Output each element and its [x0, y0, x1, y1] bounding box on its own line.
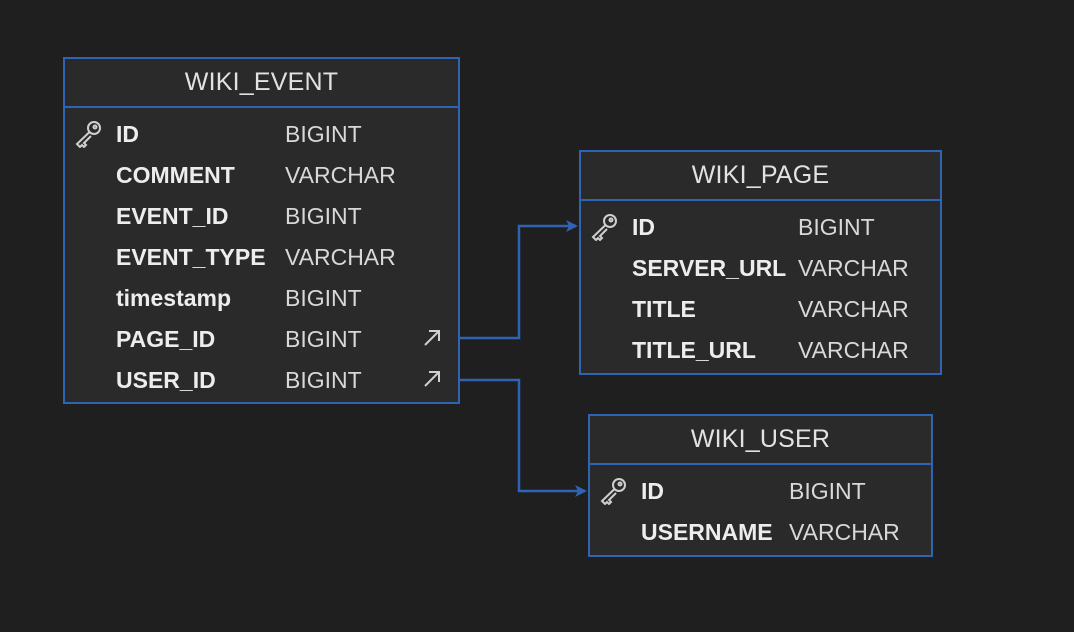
column-row[interactable]: USERNAME VARCHAR	[590, 512, 931, 553]
table-title: WIKI_EVENT	[65, 59, 458, 108]
column-type: VARCHAR	[285, 162, 396, 188]
primary-key-icon	[600, 478, 626, 505]
column-name: PAGE_ID	[116, 326, 216, 352]
column-name: TITLE	[632, 296, 696, 322]
column-type: BIGINT	[285, 121, 362, 147]
table-wiki-user[interactable]: WIKI_USER ID BIGINT USERNAME VARCHAR	[588, 414, 933, 557]
relation-user-id-to-wiki-user-id[interactable]	[459, 378, 587, 497]
column-row[interactable]: EVENT_TYPE VARCHAR	[65, 237, 458, 278]
column-row[interactable]: ID BIGINT	[590, 471, 931, 512]
column-name: EVENT_TYPE	[116, 244, 266, 270]
column-name: USER_ID	[116, 367, 216, 393]
column-type: BIGINT	[285, 367, 362, 393]
column-row[interactable]: COMMENT VARCHAR	[65, 155, 458, 196]
primary-key-icon	[591, 214, 617, 241]
column-name: timestamp	[116, 285, 232, 311]
column-name: EVENT_ID	[116, 203, 229, 229]
column-row[interactable]: PAGE_ID BIGINT	[65, 319, 458, 360]
foreign-key-arrow-icon[interactable]	[421, 327, 443, 349]
column-row[interactable]: USER_ID BIGINT	[65, 360, 458, 401]
column-type: BIGINT	[789, 478, 866, 504]
column-row[interactable]: TITLE VARCHAR	[581, 289, 940, 330]
column-name: USERNAME	[641, 519, 773, 545]
table-wiki-event[interactable]: WIKI_EVENT ID BIGINT COMMENT VARCHAR EVE…	[63, 57, 460, 404]
column-type: VARCHAR	[789, 519, 900, 545]
column-name: ID	[116, 121, 139, 147]
column-row[interactable]: SERVER_URL VARCHAR	[581, 248, 940, 289]
table-title: WIKI_PAGE	[581, 152, 940, 201]
column-type: VARCHAR	[798, 337, 909, 363]
column-name: ID	[632, 214, 655, 240]
column-row[interactable]: ID BIGINT	[65, 114, 458, 155]
column-row[interactable]: timestamp BIGINT	[65, 278, 458, 319]
column-type: VARCHAR	[798, 296, 909, 322]
column-name: COMMENT	[116, 162, 235, 188]
column-type: BIGINT	[285, 203, 362, 229]
table-title: WIKI_USER	[590, 416, 931, 465]
relation-page-id-to-wiki-page-id[interactable]	[459, 220, 578, 340]
column-type: BIGINT	[285, 285, 362, 311]
column-type: VARCHAR	[798, 255, 909, 281]
column-row[interactable]: EVENT_ID BIGINT	[65, 196, 458, 237]
column-name: SERVER_URL	[632, 255, 787, 281]
column-type: BIGINT	[285, 326, 362, 352]
table-wiki-page[interactable]: WIKI_PAGE ID BIGINT SERVER_URL VARCHAR T…	[579, 150, 942, 375]
foreign-key-arrow-icon[interactable]	[421, 368, 443, 390]
column-row[interactable]: ID BIGINT	[581, 207, 940, 248]
column-type: BIGINT	[798, 214, 875, 240]
column-name: ID	[641, 478, 664, 504]
column-name: TITLE_URL	[632, 337, 756, 363]
column-row[interactable]: TITLE_URL VARCHAR	[581, 330, 940, 371]
primary-key-icon	[75, 121, 101, 148]
column-type: VARCHAR	[285, 244, 396, 270]
